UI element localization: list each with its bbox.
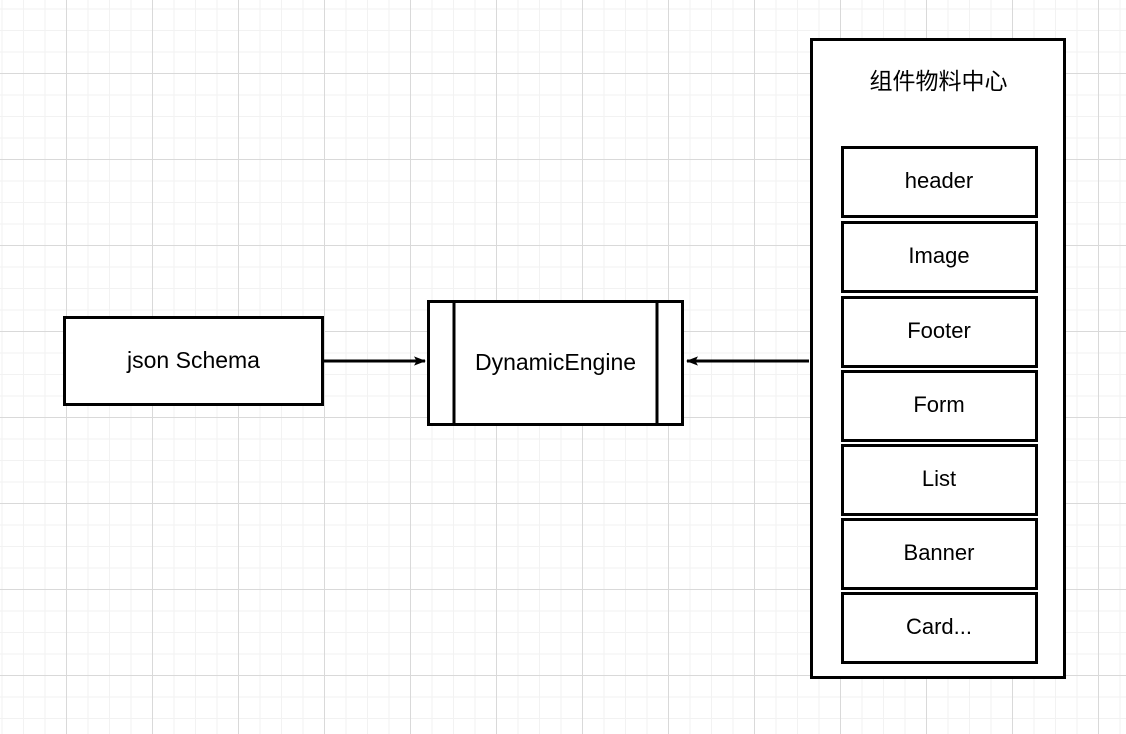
item-box-image[interactable] (841, 221, 1038, 293)
item-box-card[interactable] (841, 592, 1038, 664)
item-box-header[interactable] (841, 146, 1038, 218)
item-box-footer[interactable] (841, 296, 1038, 368)
item-box-list[interactable] (841, 444, 1038, 516)
node-json-schema[interactable] (63, 316, 324, 406)
component-item-boxes (841, 146, 1038, 664)
node-dynamic-engine[interactable] (427, 300, 684, 426)
item-box-form[interactable] (841, 370, 1038, 442)
item-box-banner[interactable] (841, 518, 1038, 590)
